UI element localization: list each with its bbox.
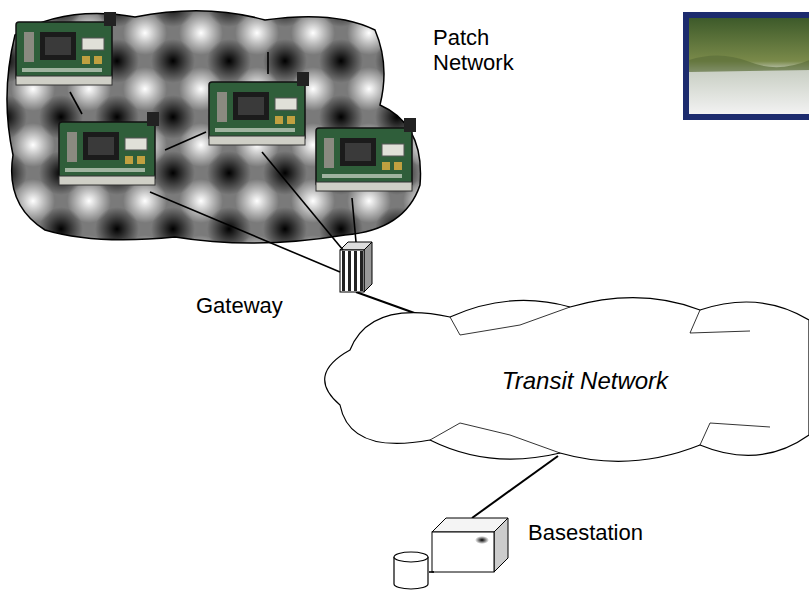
- node-label: Patch Network: [433, 25, 545, 76]
- node-label: Basestation: [528, 520, 643, 545]
- network-cloud: Transit Network: [310, 295, 809, 465]
- basestation-shape: [432, 518, 510, 572]
- basestation-box: Basestation: [432, 518, 510, 572]
- sensor-mote: [209, 72, 309, 145]
- link-line: [356, 292, 420, 315]
- photo-frame: [683, 12, 809, 120]
- sensor-mote: [16, 12, 116, 85]
- gateway-box: Gateway: [340, 242, 372, 292]
- photo-detail: [689, 55, 809, 72]
- photo-image: [689, 18, 809, 114]
- node-label: Gateway: [196, 293, 283, 318]
- database-cylinder: [394, 552, 428, 589]
- node-label: Transit Network: [502, 367, 668, 395]
- cloud-outline: [325, 298, 809, 462]
- link-line: [472, 456, 558, 518]
- sensor-mote: [316, 118, 416, 191]
- gateway-shape: [340, 242, 372, 292]
- sensor-mote: [59, 112, 159, 185]
- patch-outline: [7, 11, 421, 243]
